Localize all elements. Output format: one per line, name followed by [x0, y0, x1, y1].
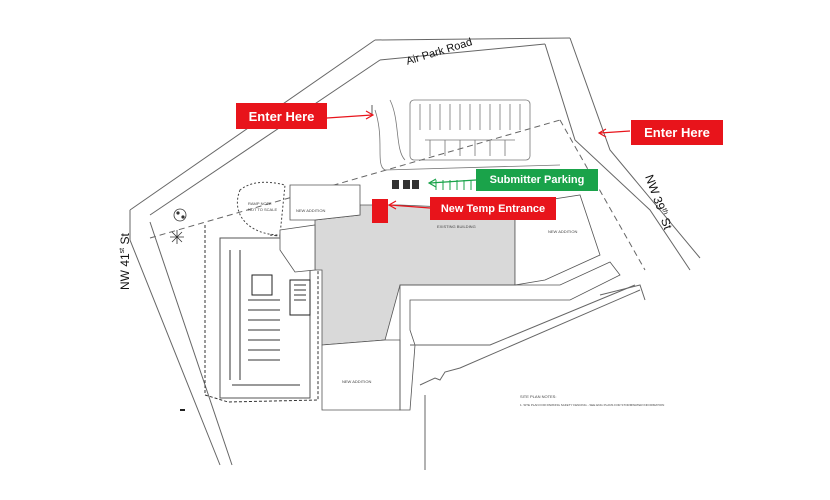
new-temp-entrance-arrow [389, 204, 431, 209]
new-addition-north [289, 184, 361, 221]
ramp-note-line1: RAMP NOTE [248, 201, 272, 206]
building-footprints [279, 184, 621, 411]
existing-building [314, 204, 516, 346]
nw-41st-sup: st [119, 247, 126, 254]
enter-here-right-callout: Enter Here [631, 120, 723, 145]
site-symbols [170, 105, 373, 244]
submitter-parking-stalls [435, 180, 472, 190]
existing-building-label: EXISTING BUILDING [437, 224, 476, 229]
nw-41st-label: NW 41st St [118, 233, 132, 290]
site-plan-notes-body: 1. SITE PLAN FOR PARKING SAFETY FENCING … [520, 403, 664, 407]
south-east-drive [410, 284, 646, 470]
new-temp-entrance-marker [372, 199, 388, 223]
west-parking-lot [204, 225, 319, 403]
enter-here-left-arrow [326, 114, 373, 119]
new-temp-entrance-callout: New Temp Entrance [430, 197, 556, 220]
north-parking-lot [374, 99, 561, 171]
enter-here-left-callout: Enter Here [236, 103, 327, 129]
nw-41st-tail: St [118, 233, 132, 248]
site-plan-notes-title: SITE PLAN NOTES: [520, 394, 556, 399]
submitter-parking-arrow [429, 179, 477, 184]
new-addition-north-label: NEW ADDITION [296, 208, 325, 213]
ramp-note-line2: NOT TO SCALE [248, 207, 277, 212]
enter-here-right-arrow [599, 130, 631, 134]
new-addition-south [321, 339, 401, 411]
new-addition-south-label: NEW ADDITION [342, 379, 371, 384]
submitter-parking-markers [392, 180, 419, 189]
callout-arrows [326, 110, 631, 210]
nw-41st-main: NW 41 [118, 253, 132, 290]
new-addition-east-label: NEW ADDITION [548, 229, 577, 234]
submitter-parking-callout: Submitter Parking [476, 169, 598, 191]
stray-dash-mark [180, 409, 185, 411]
